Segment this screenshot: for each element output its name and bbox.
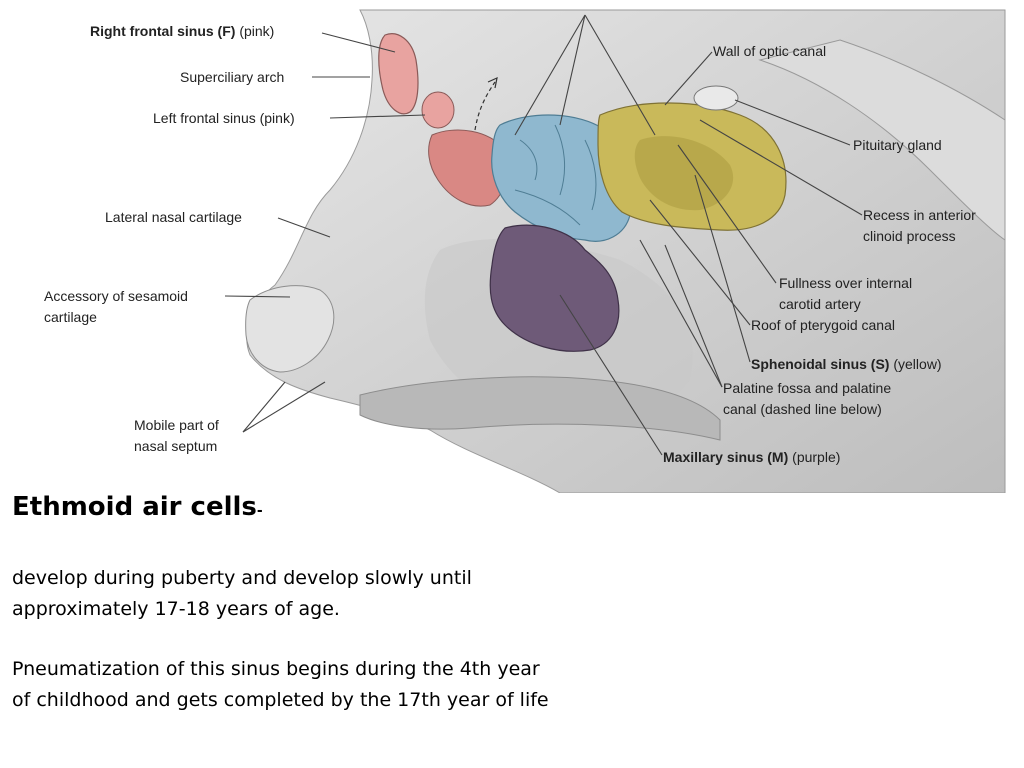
label-palatine-fossa-line1: Palatine fossa and palatine	[723, 380, 891, 396]
label-wall-optic-canal: Wall of optic canal	[713, 43, 826, 59]
leader-right-frontal-sinus	[321, 32, 396, 53]
leader-top-1	[514, 14, 586, 136]
label-roof-pterygoid: Roof of pterygoid canal	[751, 317, 895, 333]
label-lateral-nasal-cartilage: Lateral nasal cartilage	[105, 209, 242, 225]
pituitary-fossa	[693, 85, 739, 111]
leader-wall-optic-canal	[664, 51, 713, 106]
leader-mobile-septum-1	[242, 381, 286, 433]
label-pituitary-gland: Pituitary gland	[853, 137, 942, 153]
label-recess-anterior-line2: clinoid process	[863, 228, 956, 244]
dashed-duct-arrowhead	[487, 76, 498, 89]
right-frontal-sinus-shape	[378, 33, 419, 115]
leader-left-frontal-sinus	[329, 114, 426, 119]
leader-mobile-septum-2	[242, 381, 326, 433]
leader-palatine-fossa-1	[639, 239, 723, 388]
label-accessory-sesamoid-line2: cartilage	[44, 309, 97, 325]
label-fullness-carotid-line1: Fullness over internal	[779, 275, 912, 291]
label-maxillary-sinus: Maxillary sinus (M) (purple)	[663, 449, 840, 465]
leader-top-2	[559, 14, 586, 126]
label-accessory-sesamoid-line1: Accessory of sesamoid	[44, 288, 188, 304]
paragraph-pneumatization: Pneumatization of this sinus begins duri…	[12, 658, 549, 711]
maxillary-sinus-shape	[489, 224, 620, 352]
leader-top-3	[584, 14, 656, 136]
leader-palatine-fossa-2	[664, 244, 723, 388]
leader-fullness-carotid	[677, 144, 777, 284]
label-right-frontal-sinus: Right frontal sinus (F) (pink)	[90, 23, 274, 39]
label-mobile-septum-line2: nasal septum	[134, 438, 217, 454]
cranial-base-bone	[758, 39, 1006, 241]
leader-lateral-nasal-cartilage	[277, 217, 331, 238]
label-mobile-septum-line1: Mobile part of	[134, 417, 219, 433]
slide-title: Ethmoid air cells-	[12, 492, 263, 522]
paragraph-development: develop during puberty and develop slowl…	[12, 567, 472, 620]
leader-sphenoidal-sinus	[694, 174, 751, 363]
leader-recess-clinoid	[699, 119, 863, 216]
left-frontal-sinus-shape	[421, 91, 455, 129]
label-left-frontal-sinus: Left frontal sinus (pink)	[153, 110, 295, 126]
label-superciliary-arch: Superciliary arch	[180, 69, 284, 85]
sphenoidal-sinus-shade	[634, 136, 734, 211]
palate-bone	[359, 376, 721, 441]
label-palatine-fossa-line2: canal (dashed line below)	[723, 401, 882, 417]
label-sphenoidal-sinus: Sphenoidal sinus (S) (yellow)	[751, 356, 942, 372]
slide-title-text: Ethmoid air cells	[12, 492, 257, 522]
nasal-cartilage	[245, 285, 335, 373]
frontal-sinus-lower-shape	[428, 129, 509, 207]
sinus-anatomy-illustration: Right frontal sinus (F) (pink) Supercili…	[44, 9, 1006, 493]
slide-title-suffix: -	[256, 503, 263, 519]
label-fullness-carotid-line2: carotid artery	[779, 296, 861, 312]
leader-pituitary-gland	[734, 99, 851, 146]
sinus-anatomy-drawing: Right frontal sinus (F) (pink) Supercili…	[44, 9, 1006, 493]
label-recess-anterior-line1: Recess in anterior	[863, 207, 976, 223]
ethmoid-cell-walls	[514, 124, 597, 226]
leader-maxillary-sinus	[559, 294, 663, 456]
leader-accessory-sesamoid	[224, 295, 291, 298]
